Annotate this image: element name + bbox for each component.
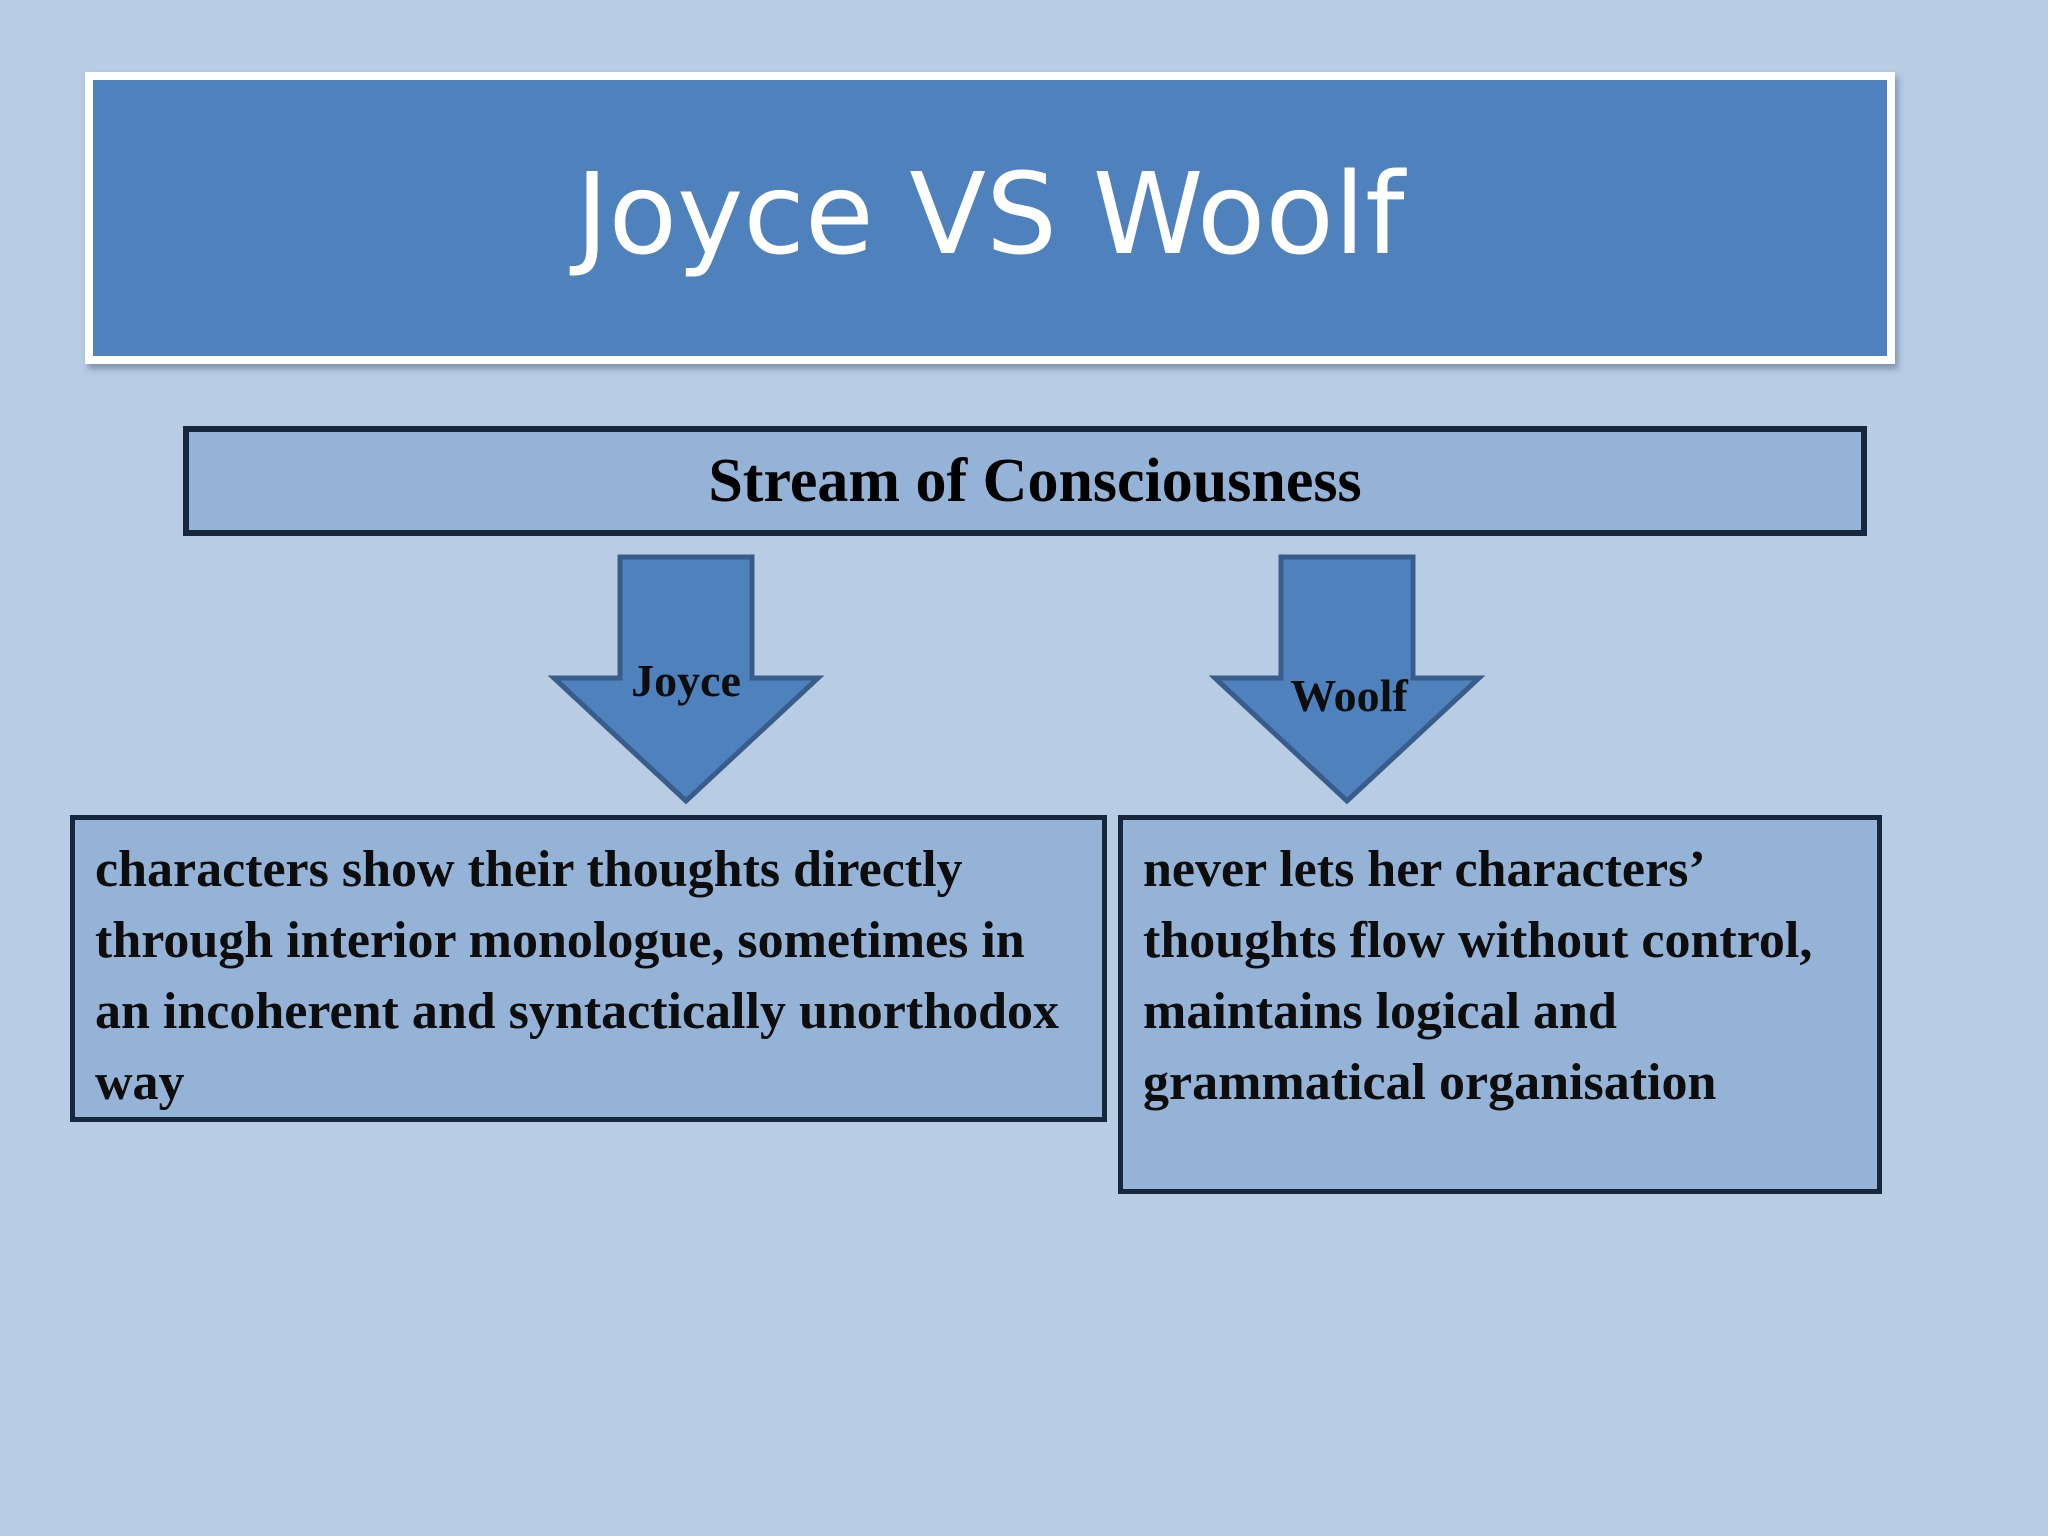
joyce-down-arrow-icon [548, 554, 824, 805]
topic-box: Stream of Consciousness [183, 426, 1867, 536]
woolf-description-box: never lets her characters’ thoughts flow… [1118, 815, 1882, 1194]
joyce-description-box: characters show their thoughts directly … [70, 815, 1107, 1122]
joyce-arrow-label: Joyce [631, 655, 741, 706]
joyce-description-text: characters show their thoughts directly … [95, 841, 1060, 1111]
topic-label: Stream of Consciousness [708, 446, 1362, 515]
woolf-down-arrow-icon [1209, 554, 1485, 805]
slide-title: Joyce VS Woolf [575, 150, 1405, 280]
woolf-description-text: never lets her characters’ thoughts flow… [1143, 841, 1813, 1111]
title-banner: Joyce VS Woolf [85, 72, 1895, 364]
woolf-arrow-label: Woolf [1290, 670, 1408, 721]
